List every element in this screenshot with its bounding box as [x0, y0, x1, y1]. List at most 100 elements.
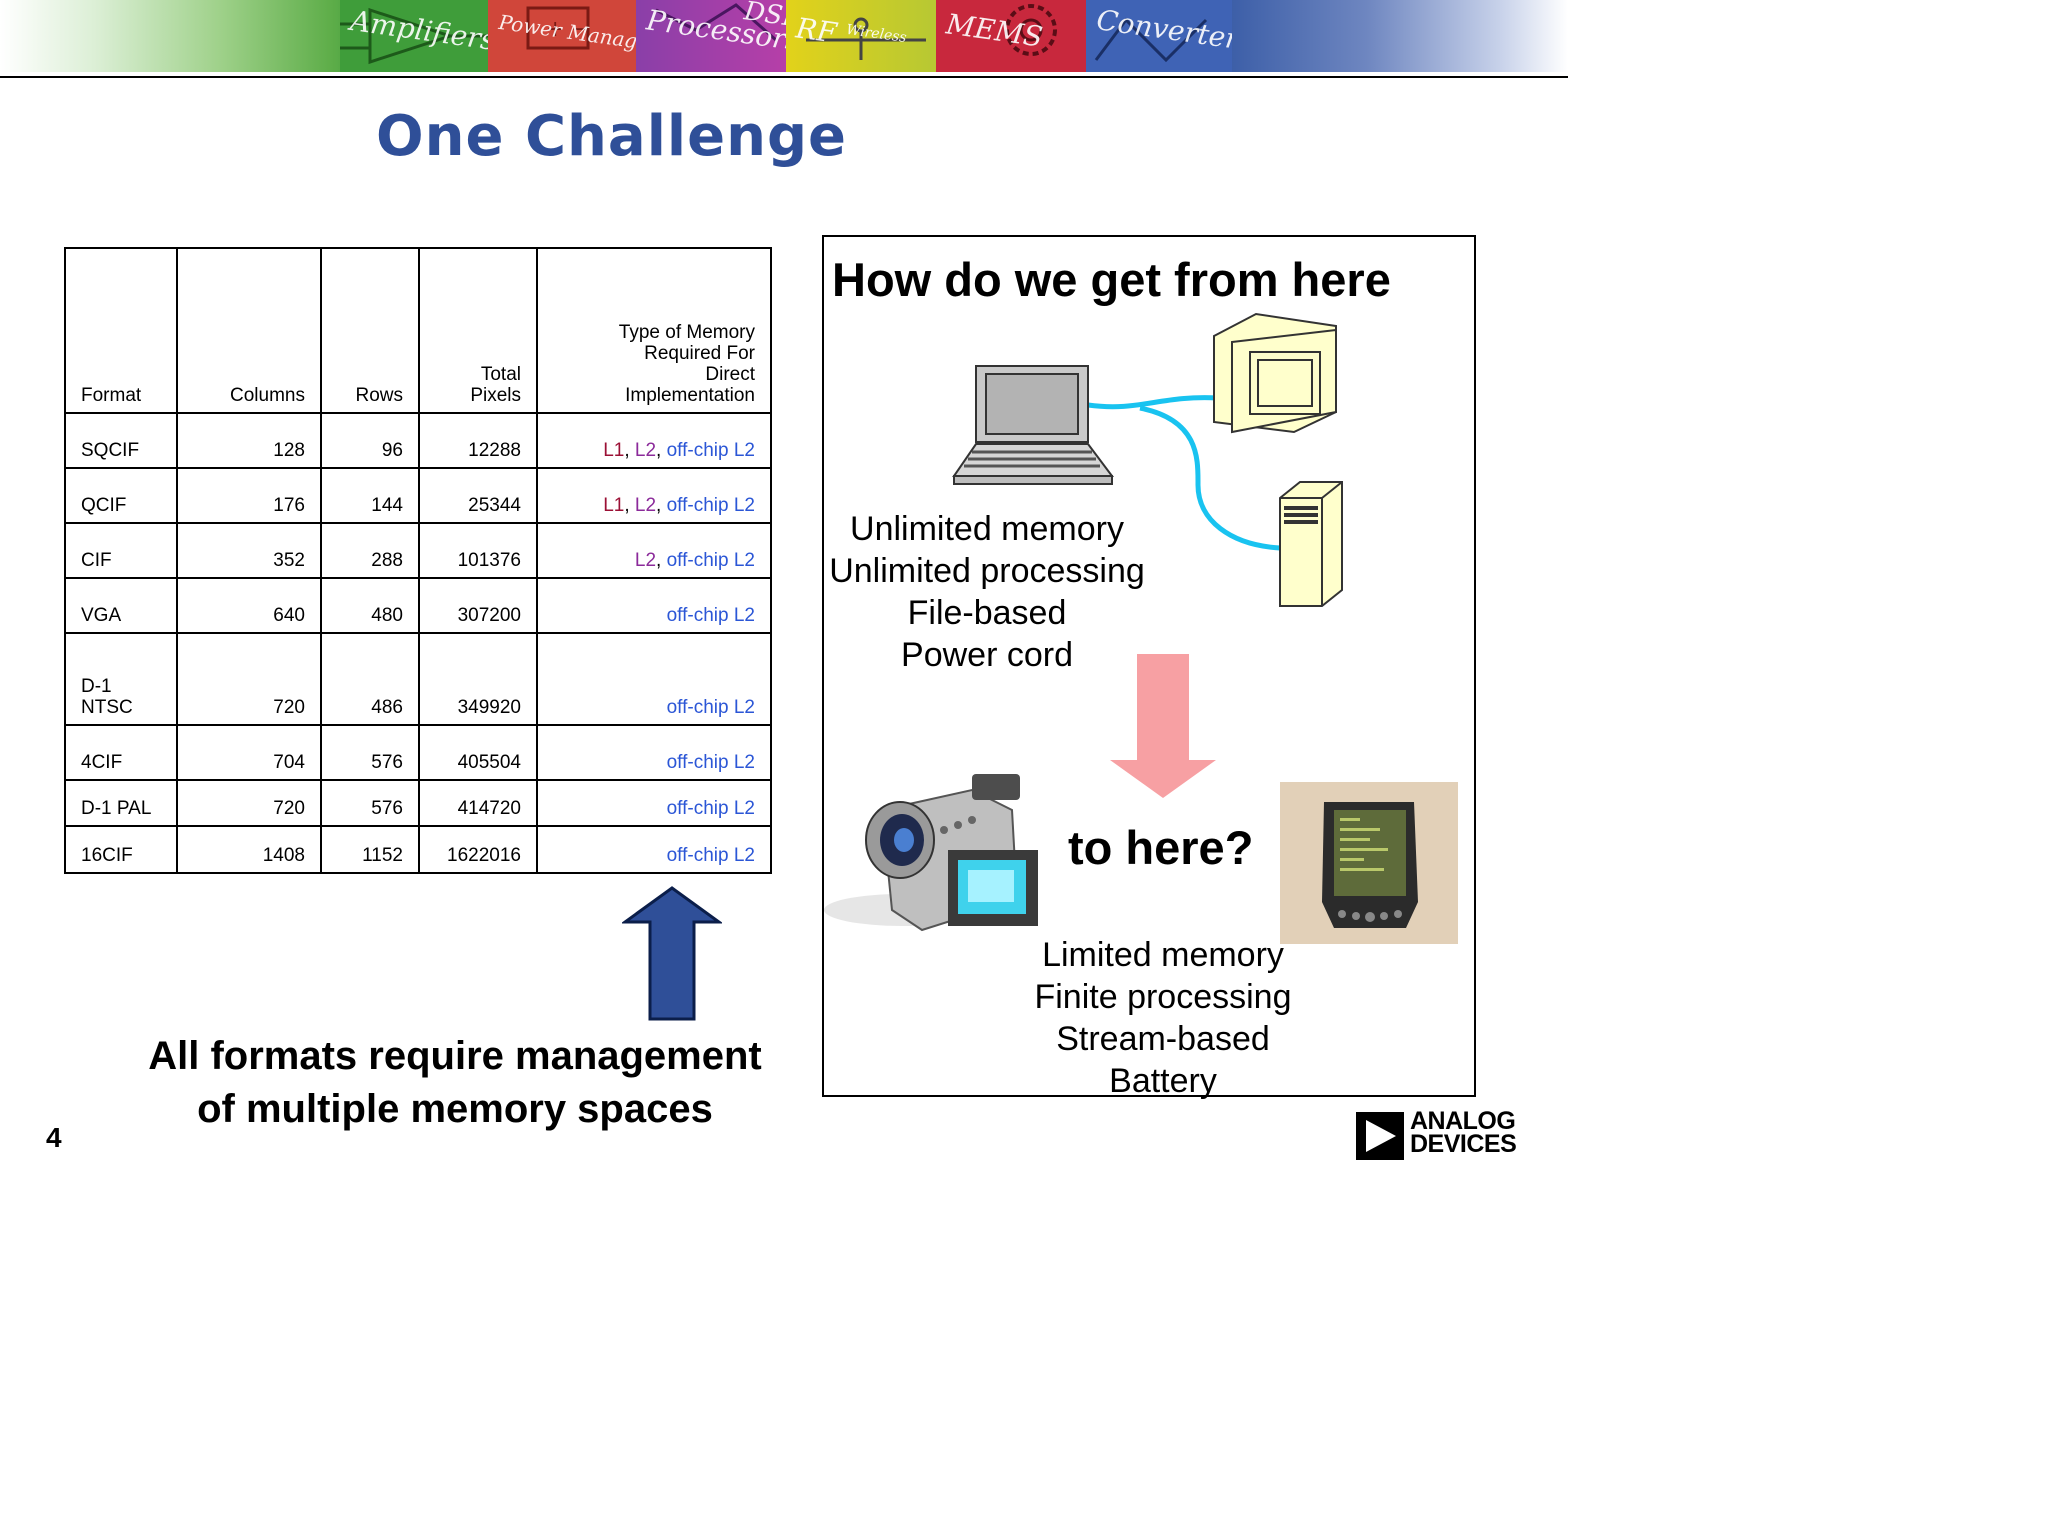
header-banner: Amplifiers + − Power Management Processo… — [0, 0, 1568, 72]
table-row: 4CIF 704 576 405504 off-chip L2 — [64, 724, 772, 781]
panel-heading: How do we get from here — [832, 253, 1391, 306]
table-row: 16CIF 1408 1152 1622016 off-chip L2 — [64, 825, 772, 874]
battery-symbol-icon: + − — [526, 6, 590, 50]
memory-off-chip: off-chip L2 — [666, 798, 755, 819]
feature-line: Unlimited memory — [850, 510, 1124, 548]
header-rows: Rows — [320, 247, 420, 414]
cell-format: 16CIF — [64, 825, 178, 874]
header-text: Required For — [644, 343, 755, 364]
cell-rows: 1152 — [320, 825, 420, 874]
banner-tile-processors: Processors DSP — [636, 0, 786, 72]
to-features: Limited memory Finite processing Stream-… — [1010, 934, 1316, 1102]
feature-line: Power cord — [901, 636, 1073, 674]
cell-format-line: NTSC — [81, 697, 133, 718]
chip-symbol-icon — [655, 3, 777, 42]
cell-rows: 288 — [320, 522, 420, 579]
header-rule — [0, 76, 1568, 78]
gear-icon — [1005, 4, 1057, 56]
from-features: Unlimited memory Unlimited processing Fi… — [822, 508, 1152, 676]
cell-rows: 480 — [320, 577, 420, 634]
banner-fade — [1232, 0, 1568, 72]
cell-format: D-1 NTSC — [64, 632, 178, 726]
down-arrow-icon — [1110, 654, 1216, 798]
banner-tile-amplifiers: Amplifiers — [340, 0, 488, 72]
cell-format: CIF — [64, 522, 178, 579]
cell-format: D-1 PAL — [64, 779, 178, 827]
table-row: SQCIF 128 96 12288 L1, L2, off-chip L2 — [64, 412, 772, 469]
header-memory-type: Type of Memory Required For Direct Imple… — [536, 247, 772, 414]
to-here-label: to here? — [1068, 821, 1254, 874]
memory-off-chip: off-chip L2 — [666, 697, 755, 718]
logo-line: ANALOG — [1410, 1107, 1516, 1135]
memory-off-chip: off-chip L2 — [666, 495, 755, 516]
memory-sep: , — [656, 440, 667, 461]
header-text: Pixels — [470, 385, 521, 406]
header-text: Direct — [705, 364, 755, 385]
cell-pixels: 101376 — [418, 522, 538, 579]
cell-columns: 128 — [176, 412, 322, 469]
banner-tile-power-management: + − Power Management — [488, 0, 636, 72]
laptop-icon — [952, 365, 1114, 485]
cell-rows: 96 — [320, 412, 420, 469]
cell-columns: 1408 — [176, 825, 322, 874]
cell-memory: off-chip L2 — [536, 632, 772, 726]
cell-format: 4CIF — [64, 724, 178, 781]
cell-memory: off-chip L2 — [536, 779, 772, 827]
slide-title: One Challenge — [376, 104, 848, 169]
server-tower-icon — [1279, 481, 1343, 607]
analog-devices-logo-icon — [1356, 1112, 1404, 1160]
feature-line: Finite processing — [1034, 978, 1292, 1016]
camcorder-icon — [824, 774, 1038, 932]
cell-pixels: 12288 — [418, 412, 538, 469]
cell-rows: 576 — [320, 779, 420, 827]
bottom-message: All formats require management of multip… — [90, 1030, 820, 1136]
cell-rows: 576 — [320, 724, 420, 781]
cell-rows: 144 — [320, 467, 420, 524]
cell-memory: L1, L2, off-chip L2 — [536, 467, 772, 524]
header-text: Total — [480, 364, 521, 385]
cell-pixels: 307200 — [418, 577, 538, 634]
cell-columns: 640 — [176, 577, 322, 634]
cell-memory: L1, L2, off-chip L2 — [536, 412, 772, 469]
table-row: D-1 PAL 720 576 414720 off-chip L2 — [64, 779, 772, 827]
cell-pixels: 25344 — [418, 467, 538, 524]
cell-pixels: 1622016 — [418, 825, 538, 874]
desktop-monitor-icon — [1213, 312, 1337, 434]
bottom-message-line: of multiple memory spaces — [197, 1087, 713, 1131]
bottom-message-line: All formats require management — [148, 1034, 762, 1078]
page-number: 4 — [46, 1122, 62, 1153]
pda-device-icon — [1280, 782, 1458, 944]
feature-line: Unlimited processing — [829, 552, 1145, 590]
company-logo-text: ANALOG DEVICES — [1410, 1107, 1517, 1158]
banner-tile-mems: MEMS — [936, 0, 1086, 72]
svg-text:+ −: + − — [546, 17, 590, 42]
memory-off-chip: off-chip L2 — [666, 845, 755, 866]
cell-pixels: 405504 — [418, 724, 538, 781]
converter-symbol-icon — [1094, 17, 1208, 63]
cell-columns: 704 — [176, 724, 322, 781]
header-columns: Columns — [176, 247, 322, 414]
banner-tile-converters: Converters — [1086, 0, 1232, 72]
header-text: Implementation — [625, 385, 755, 406]
cell-rows: 486 — [320, 632, 420, 726]
memory-l2: L2 — [634, 440, 657, 461]
memory-sep: , — [624, 440, 635, 461]
memory-off-chip: off-chip L2 — [666, 752, 755, 773]
header-text: Type of Memory — [618, 322, 755, 343]
cell-columns: 176 — [176, 467, 322, 524]
banner-tile-label: RF — [793, 11, 839, 50]
cell-format: QCIF — [64, 467, 178, 524]
cell-memory: off-chip L2 — [536, 724, 772, 781]
memory-sep: , — [656, 550, 667, 571]
cell-memory: off-chip L2 — [536, 577, 772, 634]
cell-format: SQCIF — [64, 412, 178, 469]
antenna-symbol-icon — [806, 17, 926, 60]
network-cable-icon — [1087, 395, 1281, 551]
cell-columns: 720 — [176, 632, 322, 726]
table-row: QCIF 176 144 25344 L1, L2, off-chip L2 — [64, 467, 772, 524]
memory-off-chip: off-chip L2 — [666, 440, 755, 461]
cell-columns: 720 — [176, 779, 322, 827]
cell-format-line: D-1 — [81, 676, 112, 697]
cell-columns: 352 — [176, 522, 322, 579]
logo-line: DEVICES — [1410, 1130, 1517, 1158]
